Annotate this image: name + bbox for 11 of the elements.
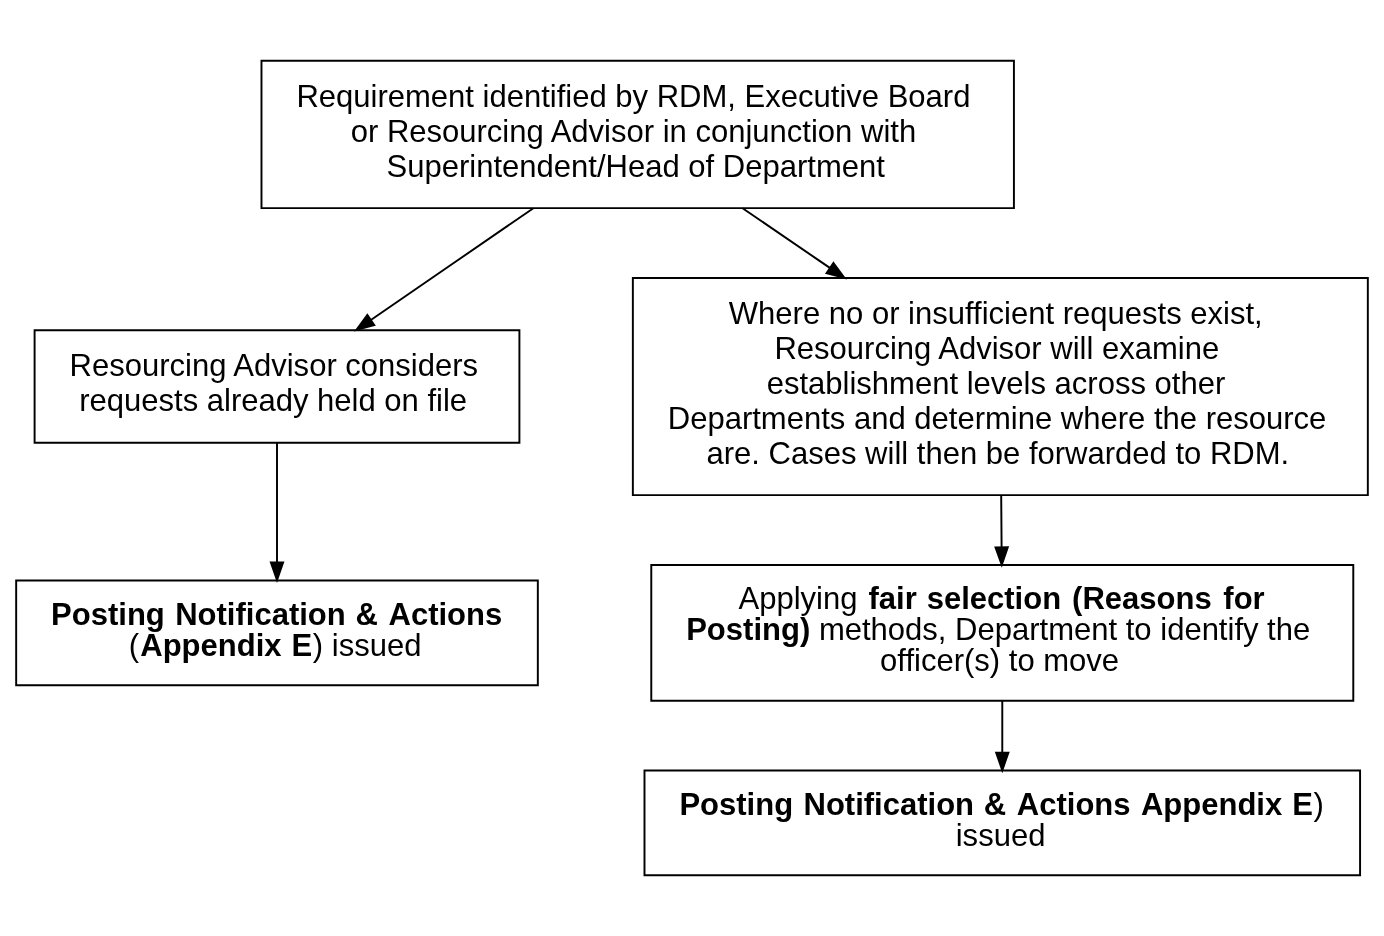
node-box: Resourcing Advisor considers requests already held on file	[33, 329, 521, 444]
node-box: Posting Notification & Actions (Appendix E) issued	[15, 579, 539, 687]
arrow	[994, 699, 1010, 774]
arrow	[354, 207, 535, 332]
arrow	[741, 207, 847, 280]
node-box: Posting Notification & Actions Appendix E) issued	[643, 769, 1362, 877]
node-box: Applying fair selection (Reasons for Posting) methods, Department to identify the officer(s) to move	[650, 564, 1355, 702]
arrow	[269, 441, 285, 583]
node-box: Requirement identified by RDM, Executive Board or Resourcing Advisor in conjunction with Superintendent/Head of Department	[260, 59, 1015, 210]
node-box: Where no or insufficient requests exist, Resourcing Advisor will examine establishment levels across other Departments and determine where the resource are. Cases will then be forwarded to RDM.	[631, 276, 1369, 497]
arrow	[994, 494, 1010, 568]
